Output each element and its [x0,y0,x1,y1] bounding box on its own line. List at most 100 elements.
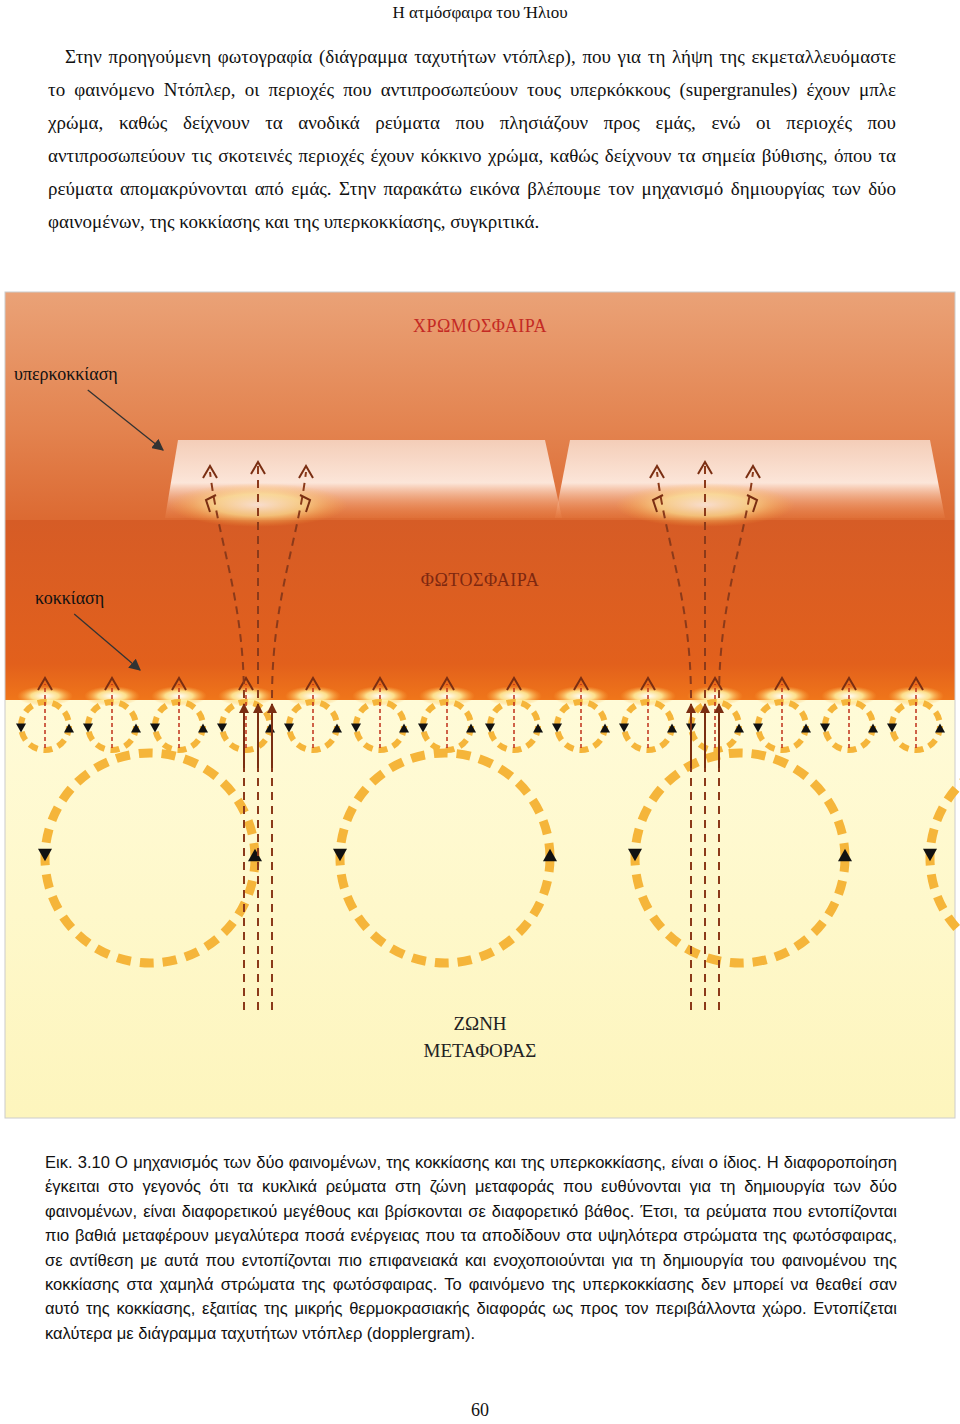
figure-frame [5,292,955,1118]
downflow-triangle [485,724,495,733]
upflow-arrow [243,704,245,768]
granule-arrowhead [440,678,454,690]
upflow-triangle [248,849,262,862]
spread-arrowhead [653,495,663,512]
deep-upflow-line [704,768,706,1010]
granule-arrowhead [842,678,856,690]
granule-arrowhead [775,678,789,690]
convection-zone-band [5,700,955,1118]
upflow-arrowhead [698,462,712,474]
upflow-triangle [667,724,677,733]
label-holder: 60 [0,1400,960,1421]
upflow-triangle [399,724,409,733]
downflow-triangle [552,724,562,733]
caption-holder: Εικ. 3.10 Ο μηχανισμός των δύο φαινομένω… [45,1150,897,1345]
downflow-triangle [923,849,937,862]
plume-glow [615,483,795,527]
downflow-triangle [753,724,763,733]
intro-paragraph: Στην προηγούμενη φωτογραφία (διάγραμμα τ… [48,40,896,238]
supergranule-cell [45,753,255,963]
upflow-triangle [466,724,476,733]
upflow-line [257,466,259,698]
supergranule-cell [340,753,550,963]
granule-upflow [781,684,783,748]
upflow-line [719,472,753,698]
upflow-arrow [257,704,259,768]
granule-arrowhead [105,678,119,690]
callout-leader [74,614,140,670]
deep-upflow-line [718,768,720,1010]
granule-upflow [848,684,850,748]
upflow-line [272,472,306,698]
upflow-arrowhead [650,466,664,478]
granule-arrowhead [239,678,253,690]
upflow-triangle [131,724,141,733]
plume-glow [168,483,348,527]
layer-band: ΦΩΤΟΣΦΑΙΡΑ [5,520,955,700]
supergranule-cell [930,753,960,963]
downflow-triangle [16,724,26,733]
upflow-line [210,472,244,698]
downflow-triangle [284,724,294,733]
granule-arrowhead [507,678,521,690]
deep-upflow-line [257,768,259,1010]
upflow-triangle [600,724,610,733]
spread-arrowhead [747,495,757,512]
upflow-arrow [704,704,706,768]
chromosphere-band [5,292,955,520]
layer-band: ΖΩΝΗ ΜΕΤΑΦΟΡΑΣ [5,700,955,1118]
granule-upflow [714,684,716,748]
upflow-triangle [838,849,852,862]
upflow-triangle [543,849,557,862]
upflow-arrowhead [746,466,760,478]
upflow-triangle [868,724,878,733]
downflow-triangle [351,724,361,733]
granule-upflow [245,684,247,748]
spread-arrowhead [206,495,216,512]
layer-band: ΧΡΩΜΟΣΦΑΙΡΑ [5,292,955,520]
photosphere-band [5,520,955,700]
granule-upflow [44,684,46,748]
upflow-arrowhead [251,462,265,474]
granule-upflow [513,684,515,748]
chromosphere-band-label: ΧΡΩΜΟΣΦΑΙΡΑ [413,316,547,337]
label-holder: Στην προηγούμενη φωτογραφία (διάγραμμα τ… [48,40,896,238]
downflow-triangle [628,849,642,862]
granule-upflow [312,684,314,748]
downflow-triangle [83,724,93,733]
granule-upflow [446,684,448,748]
downflow-triangle [333,849,347,862]
photosphere-band-label: ΦΩΤΟΣΦΑΙΡΑ [421,570,539,591]
upflow-arrowhead [299,466,313,478]
granule-arrowhead [38,678,52,690]
granule-arrowhead [373,678,387,690]
label-holder: κοκκίαση [35,588,104,609]
upflow-triangle [533,724,543,733]
upflow-line [657,472,691,698]
downflow-triangle [217,724,227,733]
callout-label: υπερκοκκίαση [14,364,118,385]
downflow-triangle [418,724,428,733]
upflow-triangle [734,724,744,733]
granule-upflow [178,684,180,748]
page-number: 60 [471,1400,489,1421]
deep-upflow-line [690,768,692,1010]
granule-upflow [915,684,917,748]
upflow-triangle [265,724,275,733]
running-header: Η ατμόσφαιρα του Ήλιου [392,3,567,23]
granule-upflow [647,684,649,748]
granule-upflow [111,684,113,748]
granule-upflow [580,684,582,748]
upflow-triangle [332,724,342,733]
upflow-triangle [64,724,74,733]
figure-caption: Εικ. 3.10 Ο μηχανισμός των δύο φαινομένω… [45,1150,897,1345]
spread-arrowhead [300,495,310,512]
deep-upflow-line [271,768,273,1010]
granule-arrowhead [306,678,320,690]
downflow-triangle [887,724,897,733]
downflow-triangle [38,849,52,862]
granule-arrowhead [172,678,186,690]
convection-zone-label: ΖΩΝΗ ΜΕΤΑΦΟΡΑΣ [405,1010,555,1064]
downflow-triangle [150,724,160,733]
downflow-triangle [820,724,830,733]
